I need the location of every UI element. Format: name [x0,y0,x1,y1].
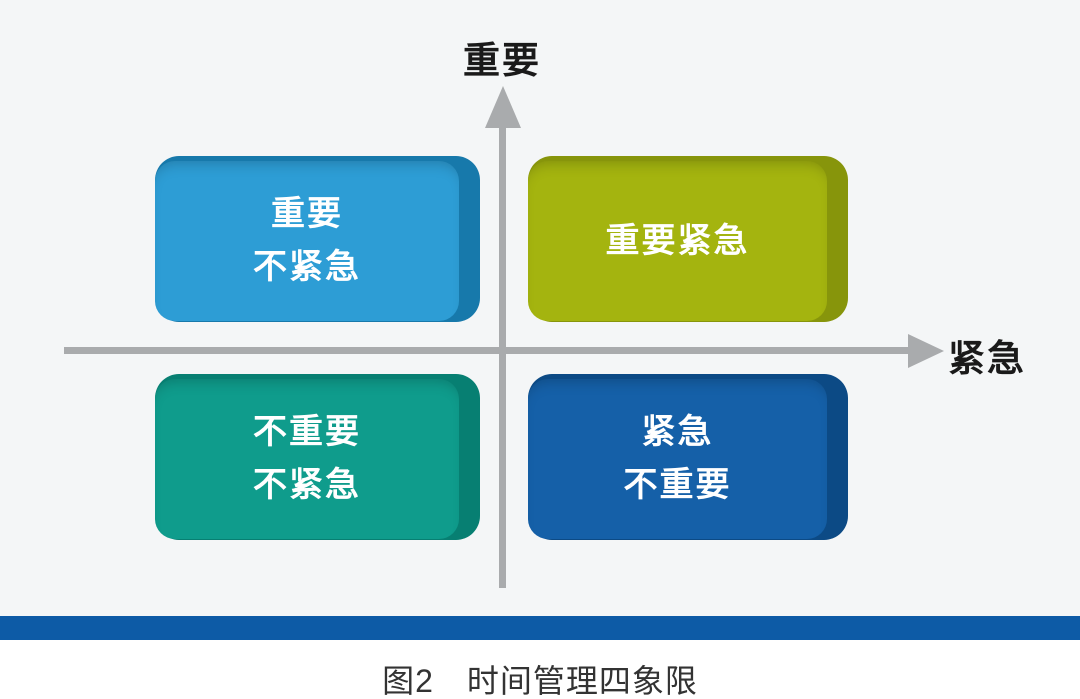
right-arrow-icon [908,334,944,368]
quadrant-urgent-not-important: 紧急 不重要 [528,374,848,540]
quadrant-important-not-urgent: 重要 不紧急 [155,156,480,322]
quadrant-label-line: 不重要 [623,466,732,504]
quadrant-label-line: 不重要 [253,413,361,451]
quadrant-label-line: 重要 [271,195,343,233]
quadrant-not-important-not-urgent: 不重要 不紧急 [155,374,480,540]
quadrant-face: 不重要 不紧急 [155,379,459,539]
axis-label-urgent: 紧急 [948,338,1026,379]
axis-label-important: 重要 [463,40,541,81]
quadrant-face: 重要紧急 [528,161,827,321]
quadrant-label-line: 不紧急 [253,248,361,286]
quadrant-important-urgent: 重要紧急 [528,156,848,322]
bottom-divider-bar [0,616,1080,640]
up-arrow-icon [485,86,521,128]
quadrant-face: 重要 不紧急 [155,161,459,321]
quadrant-label-line: 紧急 [641,413,714,451]
quadrant-label-line: 重要紧急 [605,221,750,260]
quadrant-label-line: 不紧急 [253,466,361,504]
quadrant-face: 紧急 不重要 [528,379,827,539]
horizontal-axis-line [64,347,908,354]
figure-caption: 图2 时间管理四象限 [382,663,698,699]
vertical-axis-line [499,126,506,588]
